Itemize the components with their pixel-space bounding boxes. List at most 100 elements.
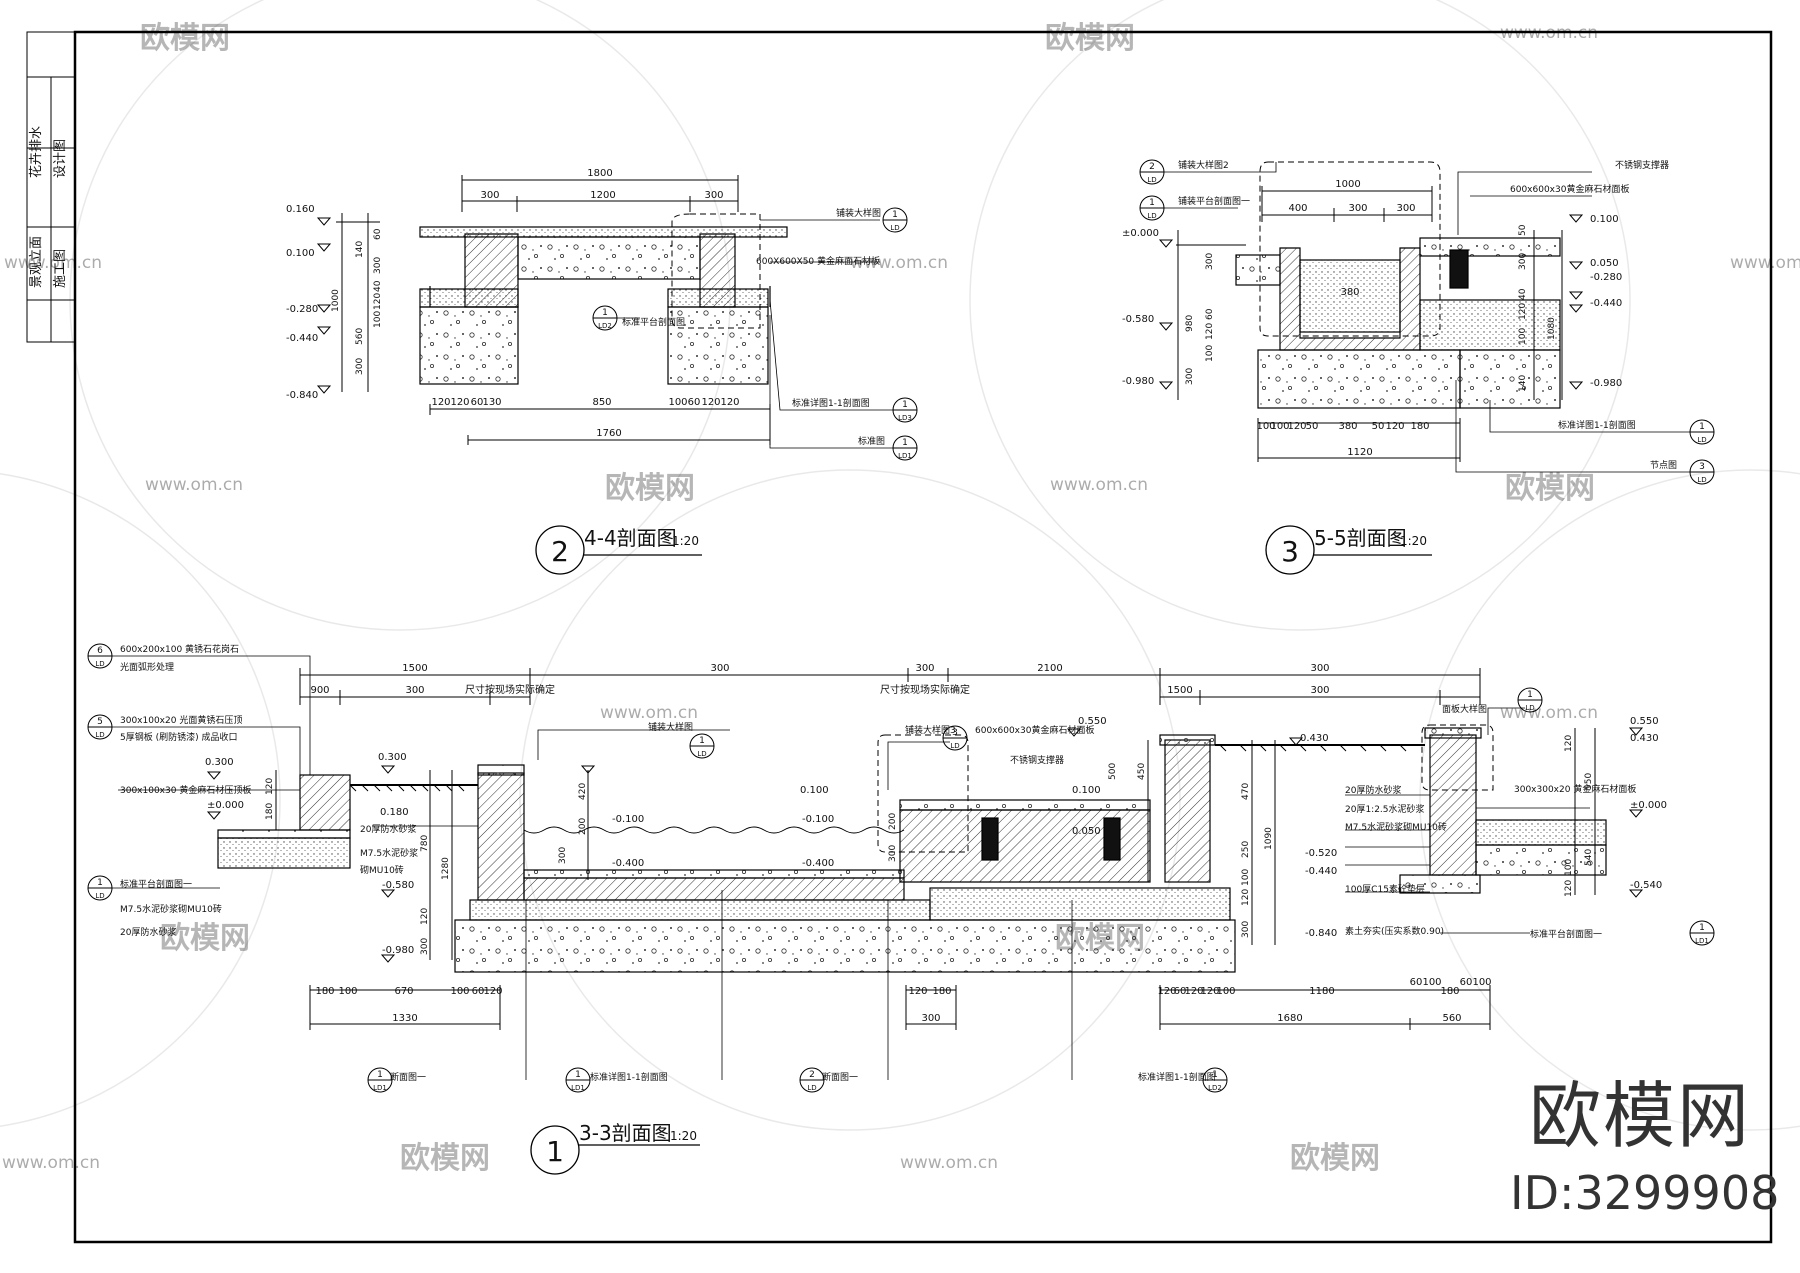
svg-text:LD3: LD3 xyxy=(898,414,912,422)
annotation: 600x600x30黄金麻石材面板 xyxy=(975,724,1094,736)
vdim-text: 470 xyxy=(1241,783,1251,800)
annotation: 标准详图1-1剖面图 xyxy=(590,1071,668,1083)
dim-text: 1760 xyxy=(596,428,621,439)
dim-text: 1120 xyxy=(1347,447,1372,458)
dim-text: 100 xyxy=(338,986,357,997)
elevation-text: -0.400 xyxy=(612,858,644,869)
vdim-text: 40 xyxy=(373,280,383,292)
section-4-4: 1800 300 1200 300 120 120 60 130 850 100… xyxy=(286,168,918,575)
detail-callout: 1LD xyxy=(689,733,715,759)
elevation-text: -0.440 xyxy=(1305,866,1337,877)
svg-text:6: 6 xyxy=(97,646,103,656)
detail-callout: 6LD xyxy=(87,643,113,669)
annotation: 100厚C15素砼垫层 xyxy=(1345,883,1425,895)
detail-callout: 1LD xyxy=(1517,687,1543,713)
dim-text: 300 xyxy=(1310,685,1329,696)
dim-text: 1800 xyxy=(587,168,612,179)
svg-text:LD1: LD1 xyxy=(373,1084,387,1092)
vdim-text: 1090 xyxy=(1264,827,1274,850)
watermark-logo: 欧模网 xyxy=(160,921,250,956)
annotation: 5厚钢板 (刷防锈漆) 成品收口 xyxy=(120,731,237,743)
elevation-text: 0.300 xyxy=(378,752,407,763)
dim-text: 2100 xyxy=(1037,663,1062,674)
vdim-text: 60 xyxy=(373,228,383,240)
svg-text:1: 1 xyxy=(1527,690,1533,700)
dim-text: 120 xyxy=(1287,421,1306,432)
vdim-text: 100 xyxy=(1205,345,1215,362)
vdim-text: 100 xyxy=(1518,328,1528,345)
annotation: 断面图一 xyxy=(390,1071,426,1083)
watermark-url-text: www.om.cn xyxy=(4,253,102,273)
annotation: 铺装大样图3 xyxy=(905,724,956,736)
elevation-text: 0.430 xyxy=(1630,733,1659,744)
svg-text:LD: LD xyxy=(890,224,899,232)
watermark-url: www.om.cn www.om.cn www.om.cn www.om.cn … xyxy=(2,23,1800,1173)
watermark-url-text: www.om.cn xyxy=(900,1153,998,1173)
vdim-text: 300 xyxy=(1205,253,1215,270)
watermark-logo: 欧模网 xyxy=(140,21,230,56)
svg-text:LD: LD xyxy=(1147,212,1156,220)
dim-text: 1180 xyxy=(1309,986,1334,997)
elevation-text: 0.050 xyxy=(1590,258,1619,269)
vdim-text: 450 xyxy=(1137,763,1147,780)
elevation-text: -0.580 xyxy=(1122,314,1154,325)
elevation-text: -0.980 xyxy=(1122,376,1154,387)
vdim-text: 300 xyxy=(373,257,383,274)
vdim-text: 300 xyxy=(1241,921,1251,938)
annotation: 标准详图1-1剖面图 xyxy=(1138,1071,1216,1083)
vdim-text: 120 xyxy=(1564,880,1574,897)
dim-text: 300 xyxy=(480,190,499,201)
svg-text:LD: LD xyxy=(807,1084,816,1092)
section-number-circle xyxy=(1265,525,1315,575)
elevation-text: -0.540 xyxy=(1630,880,1662,891)
elevation-text: -0.100 xyxy=(612,814,644,825)
vdim-text: 1080 xyxy=(1547,317,1557,340)
elevation-text: -0.840 xyxy=(286,390,318,401)
annotation: M7.5水泥砂浆砌MU10砖 xyxy=(1345,821,1447,833)
dim-text: 130 xyxy=(482,397,501,408)
vdim-text: 560 xyxy=(355,328,365,345)
elevation-text: -0.100 xyxy=(802,814,834,825)
svg-text:LD1: LD1 xyxy=(1695,937,1709,945)
annotation: 面板大样图 xyxy=(1442,703,1487,715)
vdim-text: 180 xyxy=(265,803,275,820)
dim-text: 300 xyxy=(921,1013,940,1024)
brand-logo-text: 欧模网 xyxy=(1528,1074,1751,1158)
svg-text:1: 1 xyxy=(902,438,908,448)
annotation: 600x200x100 黄锈石花岗石 xyxy=(120,643,239,655)
dim-text: 120 xyxy=(1157,986,1176,997)
detail-callout: 1LD xyxy=(1689,419,1715,445)
dim-text: 50 xyxy=(1306,421,1319,432)
detail-callout: 1LD xyxy=(87,875,113,901)
watermark-logo: 欧模网 xyxy=(1290,1141,1380,1176)
svg-text:LD: LD xyxy=(95,731,104,739)
vdim-text: 1000 xyxy=(331,289,341,312)
elevation-text: 0.160 xyxy=(286,204,315,215)
title-block-cell: 花卉排水 xyxy=(28,126,44,178)
watermark-logo: 欧模网 xyxy=(605,471,695,506)
svg-text:1: 1 xyxy=(699,736,705,746)
dim-text: 60 xyxy=(1460,977,1473,988)
dim-text: 100 xyxy=(450,986,469,997)
svg-text:1: 1 xyxy=(97,878,103,888)
dim-text: 300 xyxy=(1310,663,1329,674)
elevation-text: -0.280 xyxy=(286,304,318,315)
dim-text: 60 xyxy=(688,397,701,408)
dim-text: 1200 xyxy=(590,190,615,201)
elevation-text: ±0.000 xyxy=(1630,800,1667,811)
dim-text: 100 xyxy=(1422,977,1441,988)
detail-callout: 3LD xyxy=(1689,459,1715,485)
svg-text:LD: LD xyxy=(95,660,104,668)
annotation: 标准平台剖面图一 xyxy=(1530,928,1602,940)
annotation: M7.5水泥砂浆砌MU10砖 xyxy=(120,903,222,915)
svg-text:1: 1 xyxy=(602,308,608,318)
dim-text: 300 xyxy=(1396,203,1415,214)
section-number: 1 xyxy=(546,1135,564,1168)
section-3-3: 1500 300 900 300 尺寸按现场实际确定 300 尺寸按现场实际确定… xyxy=(87,643,1715,1175)
dim-text: 1000 xyxy=(1335,179,1360,190)
